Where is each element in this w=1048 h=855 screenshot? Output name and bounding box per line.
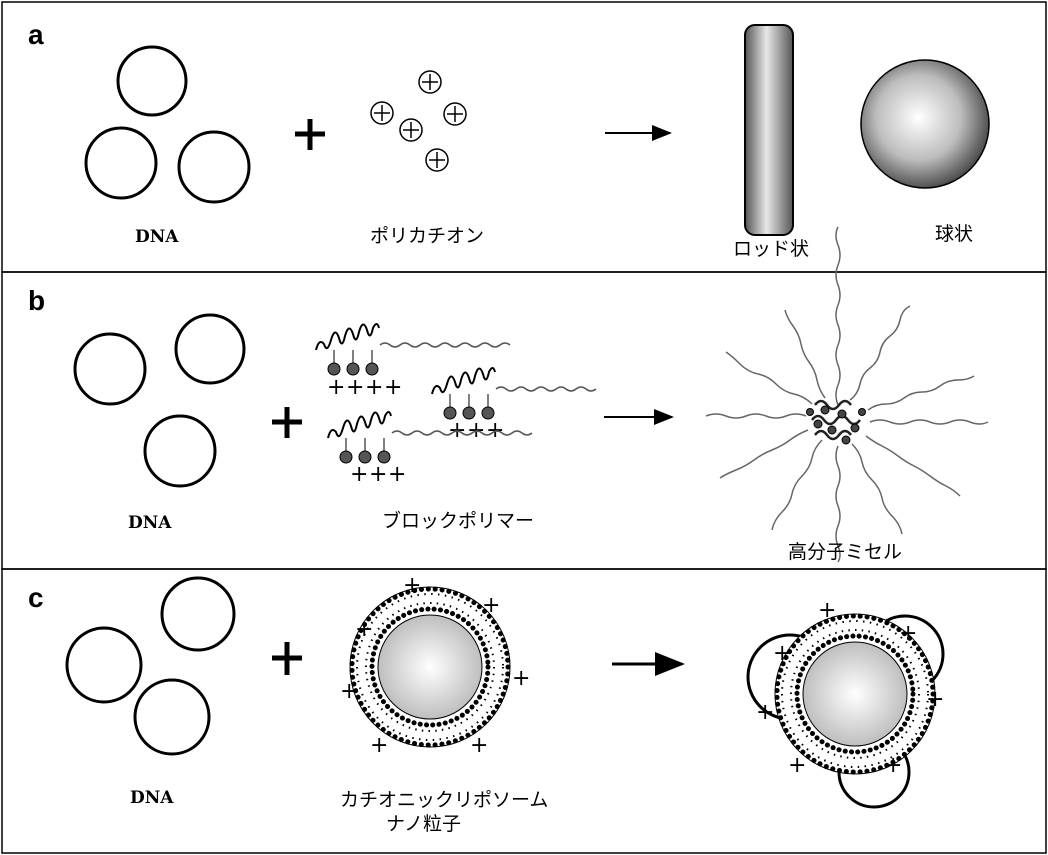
liposome-label-line2: ナノ粒子 <box>386 813 461 835</box>
dna-label-c: DNA <box>130 788 174 808</box>
charge-plus: + <box>756 700 774 725</box>
dna-circle <box>75 334 145 404</box>
charge-plus: + <box>340 679 358 704</box>
charge-plus: + <box>884 753 902 778</box>
charge-plus: + <box>370 733 388 758</box>
charged-ion <box>400 119 422 141</box>
liposome-label: カチオニックリポソーム ナノ粒子 <box>340 789 548 835</box>
cationic-liposome: + + + + + + + <box>340 573 530 758</box>
charge-plus: + <box>350 462 368 487</box>
plus-operator-c <box>272 642 302 675</box>
charge-plus: + <box>773 641 791 666</box>
charge-plus: + <box>346 375 364 400</box>
charge-plus: + <box>926 687 944 712</box>
charge-plus: + <box>369 462 387 487</box>
lipoplex: + + + + + + + <box>748 598 944 807</box>
rod-label: ロッド状 <box>733 238 809 260</box>
charge-plus: + <box>355 617 373 642</box>
dna-circle <box>179 132 249 202</box>
panel-a-letter: a <box>28 19 44 50</box>
dna-circles-a <box>86 47 249 202</box>
spherical-particle <box>861 60 989 188</box>
dna-label-a: DNA <box>135 227 179 247</box>
panel-c-letter: c <box>28 582 44 613</box>
charge-plus: + <box>470 733 488 758</box>
dna-circle <box>86 128 156 198</box>
polycation-group <box>371 71 466 171</box>
charge-plus: + <box>482 593 500 618</box>
charge-plus: + <box>788 753 806 778</box>
plus-operator-b <box>272 407 302 438</box>
charged-ion <box>419 71 441 93</box>
charge-plus: + <box>365 375 383 400</box>
rod-shaped-particle <box>745 25 793 235</box>
dna-circle <box>162 578 234 650</box>
micelle-label: 高分子ミセル <box>788 541 902 563</box>
charge-plus: + <box>512 666 530 691</box>
plus-operator-a <box>295 119 325 150</box>
dna-circles-c <box>67 578 234 754</box>
dna-circle <box>145 416 215 486</box>
block-polymer-label: ブロックポリマー <box>382 509 534 532</box>
dna-circle <box>118 47 186 115</box>
panel-a: a DNA ポリカ <box>28 19 989 260</box>
charged-ion <box>371 102 393 124</box>
charge-plus: + <box>818 598 836 623</box>
charged-ion <box>444 103 466 125</box>
sphere-label: 球状 <box>935 223 973 245</box>
charge-plus: + <box>384 375 402 400</box>
block-polymer: + + + + <box>316 324 510 400</box>
panel-b: b DNA + + + + <box>28 227 988 563</box>
charge-plus: + <box>899 621 917 646</box>
liposome-label-line1: カチオニックリポソーム <box>340 789 548 811</box>
dna-circles-b <box>75 315 244 486</box>
charge-plus: + <box>327 375 345 400</box>
dna-circle <box>135 680 209 754</box>
polycation-label: ポリカチオン <box>370 225 484 247</box>
dna-label-b: DNA <box>128 513 172 533</box>
charged-ion <box>426 149 448 171</box>
charge-plus: + <box>403 573 421 598</box>
dna-circle <box>67 628 141 702</box>
polymeric-micelle <box>706 227 988 562</box>
dna-circle <box>176 315 244 383</box>
charge-plus: + <box>388 462 406 487</box>
panel-c: c DNA + + + + + + + カチオニックリ <box>28 573 944 835</box>
panel-b-letter: b <box>28 285 45 316</box>
